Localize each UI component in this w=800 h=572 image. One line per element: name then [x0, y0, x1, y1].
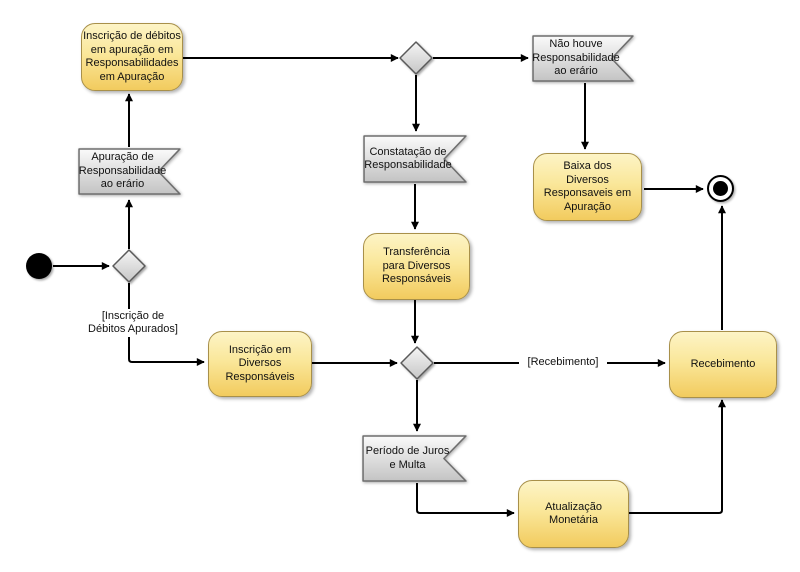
activity-baixa-diversos-responsaveis: Baixa dos Diversos Responsaveis em Apura… — [533, 153, 642, 221]
activity-label: Atualização Monetária — [545, 500, 602, 527]
activity-inscricao-diversos-responsaveis: Inscrição em Diversos Responsáveis — [208, 331, 312, 397]
activity-label: Baixa dos Diversos Responsaveis em Apura… — [543, 160, 632, 213]
activity-inscricao-debitos-em-apuracao: Inscrição de débitos em apuração em Resp… — [81, 23, 183, 91]
decision-node-3 — [400, 346, 434, 380]
signal-label: Período de Juros e Multa — [365, 445, 450, 471]
signal-periodo-juros-multa: Período de Juros e Multa — [362, 435, 467, 482]
signal-label: Constatação de Responsabilidade — [364, 145, 452, 172]
activity-recebimento: Recebimento — [669, 331, 777, 398]
activity-label: Transferência para Diversos Responsáveis — [381, 246, 452, 286]
edge-decision1-to-activity-inscricao-diversos — [128, 283, 205, 366]
signal-nao-houve-responsabilidade: Não houve Responsabilidade ao erário — [532, 35, 634, 82]
signal-flag-shape — [78, 148, 181, 195]
activity-transferencia-diversos-responsaveis: Transferência para Diversos Responsáveis — [363, 233, 470, 300]
edge-label-inscricao-debitos-apurados: [Inscrição de Débitos Apurados] — [79, 309, 187, 337]
final-node-dot — [713, 181, 728, 196]
signal-label: Apuração de Responsabilidade ao erário — [78, 151, 167, 191]
signal-flag-shape — [363, 135, 467, 183]
activity-label: Recebimento — [690, 357, 756, 370]
signal-constatacao-responsabilidade: Constatação de Responsabilidade — [363, 135, 467, 183]
decision-node-1 — [112, 249, 146, 283]
signal-apuracao-responsabilidade: Apuração de Responsabilidade ao erário — [78, 148, 181, 195]
edge-signal-periodo-to-activity-atualizacao — [416, 483, 515, 517]
signal-label: Não houve Responsabilidade ao erário — [532, 38, 620, 78]
signal-flag-shape — [532, 35, 634, 82]
activity-label: Inscrição em Diversos Responsáveis — [225, 343, 295, 383]
signal-flag-shape — [362, 435, 467, 482]
final-node — [707, 175, 734, 202]
activity-atualizacao-monetaria: Atualização Monetária — [518, 480, 629, 548]
activity-label: Inscrição de débitos em apuração em Resp… — [83, 30, 181, 83]
edge-label-recebimento: [Recebimento] — [519, 355, 607, 370]
initial-node — [26, 253, 52, 279]
decision-node-2 — [399, 41, 433, 75]
edge-activity-atualizacao-to-activity-recebimento — [628, 399, 726, 514]
